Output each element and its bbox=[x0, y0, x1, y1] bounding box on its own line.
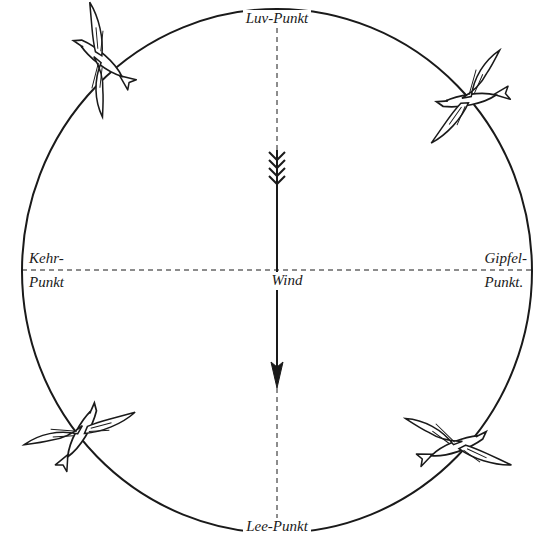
leeward-point-label: Lee-Punkt bbox=[243, 518, 311, 535]
summit-point-label: Gipfel- Punkt. bbox=[482, 246, 531, 294]
bird-bottom-right bbox=[404, 390, 512, 494]
windward-point-label: Luv-Punkt bbox=[243, 10, 311, 27]
bird-bottom-left bbox=[23, 372, 135, 486]
bird-top-right bbox=[417, 50, 515, 143]
wind-arrow bbox=[269, 150, 285, 388]
bird-top-left bbox=[38, 2, 155, 118]
wind-label: Wind bbox=[269, 272, 306, 289]
turn-point-label: Kehr- Punkt bbox=[26, 246, 67, 294]
